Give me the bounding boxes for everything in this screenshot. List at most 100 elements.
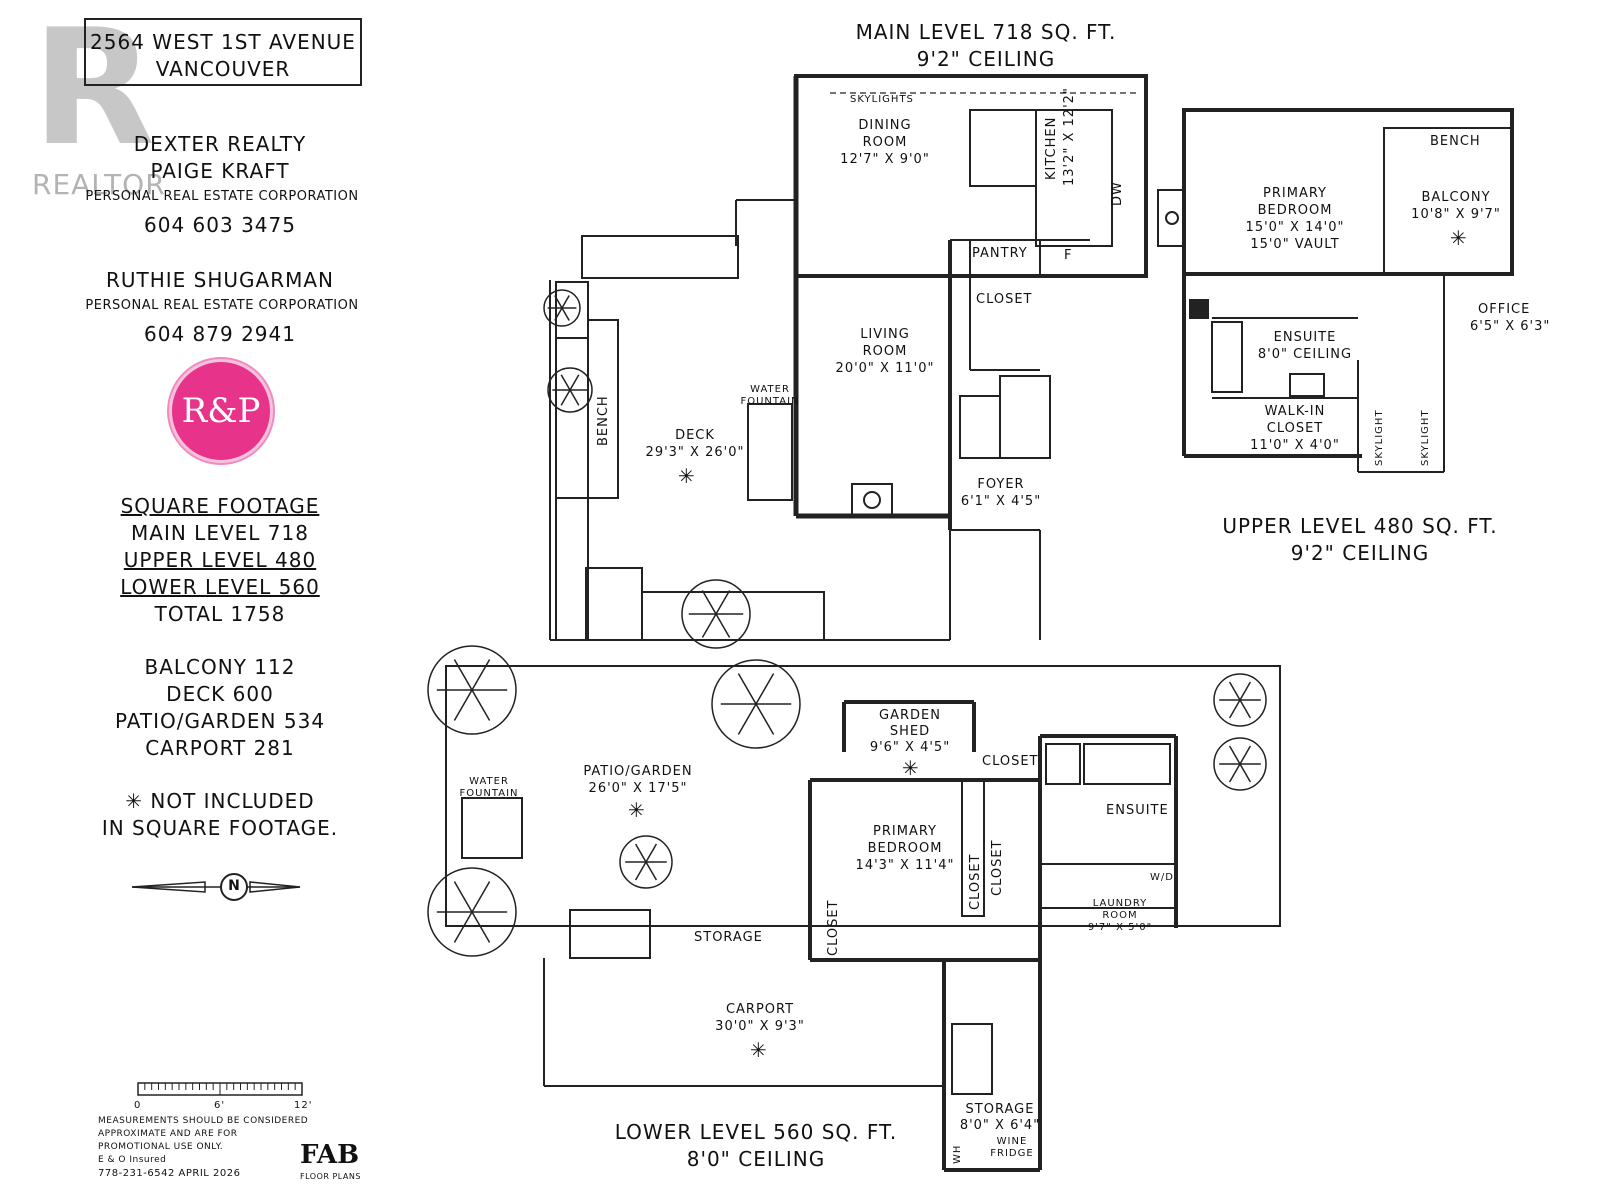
deck-outline (549, 199, 825, 641)
water-fountain-label: WATER (750, 384, 790, 395)
upper-bench-label: BENCH (1430, 134, 1481, 149)
tree-icon (547, 367, 593, 413)
address-box (84, 18, 362, 86)
main-level-footage: MAIN LEVEL 718 (131, 521, 309, 545)
living-room-dimensions: 20'0" X 11'0" (835, 361, 935, 376)
agent-1-phone: 604 603 3475 (144, 213, 296, 237)
dining-room-label: DINING (858, 118, 912, 133)
carport-excluded-marker: ✳ (750, 1038, 768, 1062)
living-room-label-2: ROOM (862, 344, 908, 359)
tree-icon (1213, 673, 1267, 727)
closet-label: CLOSET (976, 292, 1033, 307)
agent-1-corporation: PERSONAL REAL ESTATE CORPORATION (85, 189, 359, 204)
patio-label: PATIO/GARDEN (583, 764, 693, 779)
water-fountain-label-2: FOUNTAIN (740, 396, 800, 407)
office-label: OFFICE (1478, 302, 1531, 317)
lower-ensuite-label: ENSUITE (1106, 803, 1169, 818)
total-footage: TOTAL 1758 (154, 602, 286, 626)
carport-label: CARPORT (725, 1002, 795, 1017)
trees (427, 289, 1267, 957)
lower-level-footage: LOWER LEVEL 560 (120, 575, 320, 599)
carport-footage: CARPORT 281 (145, 736, 295, 760)
upper-ensuite-label: ENSUITE (1273, 330, 1337, 345)
fab-logo-subtitle: FLOOR PLANS (300, 1172, 361, 1181)
lower-fountain-label-2: FOUNTAIN (459, 788, 519, 799)
upper-bedroom-dimensions: 15'0" X 14'0" (1245, 220, 1345, 235)
lower-level-title: LOWER LEVEL 560 SQ. FT. (614, 1120, 898, 1144)
realtor-watermark: REALTOR (32, 168, 166, 201)
lower-bedroom-label: PRIMARY (873, 824, 937, 839)
upper-level-walls (1157, 108, 1514, 473)
upper-level-footage: UPPER LEVEL 480 (123, 548, 317, 572)
tree-icon (1213, 737, 1267, 791)
living-room-label: LIVING (860, 327, 910, 342)
balcony-dimensions: 10'8" X 9'7" (1411, 207, 1501, 222)
balcony-excluded-marker: ✳ (1450, 226, 1468, 250)
main-level-walls (550, 74, 1148, 641)
upper-level-ceiling: 9'2" CEILING (1290, 541, 1430, 565)
lower-storage-dimensions: 8'0" X 6'4" (959, 1118, 1041, 1133)
lower-bedroom-label-2: BEDROOM (867, 841, 943, 856)
patio-footage: PATIO/GARDEN 534 (114, 709, 326, 733)
lower-level-ceiling: 8'0" CEILING (686, 1147, 826, 1171)
rp-logo: R&P (169, 359, 273, 463)
agent-2-name: RUTHIE SHUGARMAN (105, 268, 335, 292)
bedroom-closet-label: CLOSET (968, 853, 983, 911)
deck-bench-label: BENCH (596, 395, 611, 446)
dishwasher-label: DW (1110, 181, 1125, 206)
brokerage-name: DEXTER REALTY (133, 132, 307, 156)
foyer-dimensions: 6'1" X 4'5" (960, 494, 1042, 509)
garden-shed-label: GARDEN (879, 708, 941, 723)
agent-2-corporation: PERSONAL REAL ESTATE CORPORATION (85, 298, 359, 313)
balcony-footage: BALCONY 112 (144, 655, 296, 679)
deck-excluded-marker: ✳ (678, 464, 696, 488)
balcony-label: BALCONY (1421, 190, 1491, 205)
disclaimer-line-3: PROMOTIONAL USE ONLY. (98, 1142, 224, 1152)
address-line-2: VANCOUVER (155, 57, 291, 81)
upper-bedroom-label: PRIMARY (1263, 186, 1327, 201)
upper-level-title: UPPER LEVEL 480 SQ. FT. (1222, 514, 1498, 538)
tree-icon (543, 289, 581, 327)
fab-logo: FAB (300, 1140, 360, 1170)
dining-room-label-2: ROOM (862, 135, 908, 150)
tree-icon (619, 835, 673, 889)
main-level-ceiling: 9'2" CEILING (916, 47, 1056, 71)
scale-label-max: 12' (294, 1100, 313, 1111)
shed-excluded-marker: ✳ (902, 756, 920, 780)
water-heater-label: WH (952, 1144, 963, 1164)
square-footage-heading: SQUARE FOOTAGE (120, 494, 320, 518)
deck-dimensions: 29'3" X 26'0" (645, 445, 745, 460)
fridge-label: F (1064, 248, 1073, 263)
laundry-dimensions: 9'7" X 5'0" (1087, 922, 1153, 933)
realtor-logo-mark: R (32, 0, 156, 181)
agent-1-name: PAIGE KRAFT (150, 159, 290, 183)
bedroom-closet-label-2: CLOSET (990, 839, 1005, 897)
agent-2-phone: 604 879 2941 (144, 322, 296, 346)
garden-shed-label-2: SHED (889, 724, 931, 739)
deck-footage: DECK 600 (166, 682, 274, 706)
address-line-1: 2564 WEST 1st AVENUE (90, 30, 356, 54)
patio-dimensions: 26'0" X 17'5" (588, 781, 688, 796)
tree-icon (711, 659, 801, 749)
exclusion-note-line-2: IN SQUARE FOOTAGE. (101, 816, 339, 840)
storage-label: STORAGE (694, 930, 763, 945)
washer-dryer-label: W/D (1150, 872, 1174, 883)
lower-storage-label: STORAGE (965, 1102, 1035, 1117)
lower-fountain-label: WATER (469, 776, 509, 787)
wine-fridge-label-2: FRIDGE (990, 1148, 1034, 1159)
walk-in-closet-label: WALK-IN (1264, 404, 1326, 419)
upper-bedroom-vault: 15'0" VAULT (1250, 237, 1340, 252)
kitchen-label: KITCHEN (1044, 116, 1059, 180)
foyer-label: FOYER (977, 477, 1025, 492)
carport-dimensions: 30'0" X 9'3" (715, 1019, 805, 1034)
disclaimer-line-1: MEASUREMENTS SHOULD BE CONSIDERED (98, 1116, 309, 1126)
walk-in-closet-label-2: CLOSET (1266, 421, 1324, 436)
skylight-label-2: SKYLIGHT (1420, 409, 1431, 466)
lower-closet-label: CLOSET (982, 754, 1039, 769)
disclaimer-line-5: 778-231-6542 APRIL 2026 (98, 1168, 241, 1179)
pantry-label: PANTRY (972, 246, 1028, 261)
skylight-label-1: SKYLIGHT (1374, 409, 1385, 466)
dining-room-dimensions: 12'7" X 9'0" (840, 152, 930, 167)
laundry-label-2: ROOM (1102, 910, 1138, 921)
